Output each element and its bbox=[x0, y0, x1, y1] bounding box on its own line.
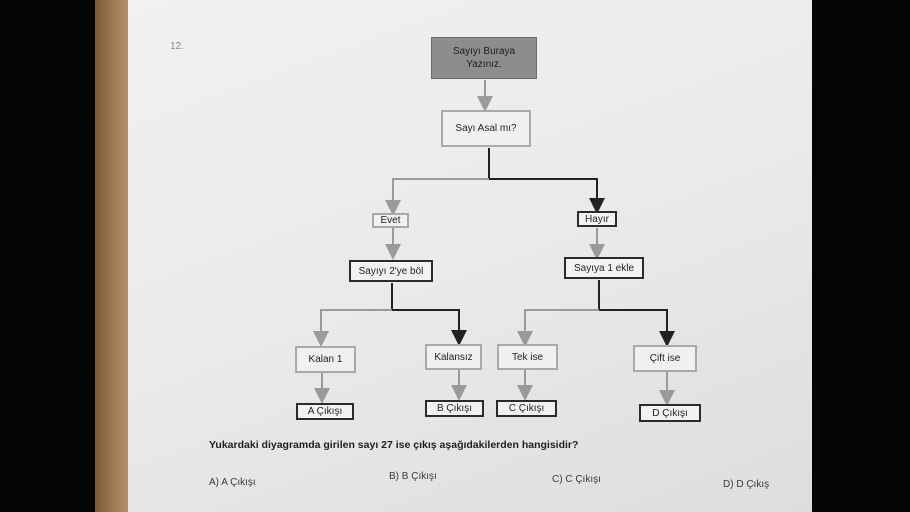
no-label: Hayır bbox=[585, 213, 609, 225]
question-text: Yukardaki diyagramda girilen sayı 27 ise… bbox=[209, 439, 579, 451]
question-number: 12. bbox=[170, 41, 184, 52]
decision-box: Sayı Asal mı? bbox=[441, 110, 531, 147]
no-remainder-box: Kalansız bbox=[425, 344, 482, 370]
even-label: Çift ise bbox=[649, 353, 681, 364]
divide-label: Sayıyı 2'ye böl bbox=[358, 265, 424, 277]
output-d-box: D Çıkışı bbox=[639, 404, 701, 422]
remainder-one-label: Kalan 1 bbox=[308, 354, 343, 365]
output-c-box: C Çıkışı bbox=[496, 400, 557, 417]
output-b-label: B Çıkışı bbox=[436, 403, 472, 414]
option-b[interactable]: B) B Çıkışı bbox=[389, 471, 437, 482]
no-box: Hayır bbox=[577, 211, 617, 227]
start-label: Sayıyı Buraya Yazınız. bbox=[452, 46, 516, 70]
yes-box: Evet bbox=[372, 213, 409, 228]
output-a-label: A Çıkışı bbox=[307, 406, 343, 417]
odd-label: Tek ise bbox=[511, 351, 544, 363]
decision-label: Sayı Asal mı? bbox=[455, 123, 517, 134]
option-d[interactable]: D) D Çıkış bbox=[723, 479, 770, 490]
output-c-label: C Çıkışı bbox=[508, 403, 545, 414]
yes-label: Evet bbox=[380, 215, 401, 226]
option-c[interactable]: C) C Çıkışı bbox=[552, 474, 601, 485]
remainder-one-box: Kalan 1 bbox=[295, 346, 356, 373]
even-box: Çift ise bbox=[633, 345, 697, 372]
add-one-box: Sayıya 1 ekle bbox=[564, 257, 644, 279]
option-a[interactable]: A) A Çıkışı bbox=[209, 477, 256, 488]
paper-sheet bbox=[128, 0, 812, 512]
divide-box: Sayıyı 2'ye böl bbox=[349, 260, 433, 282]
add-one-label: Sayıya 1 ekle bbox=[573, 262, 635, 274]
dark-border bbox=[812, 0, 910, 512]
output-b-box: B Çıkışı bbox=[425, 400, 484, 417]
output-a-box: A Çıkışı bbox=[296, 403, 354, 420]
no-remainder-label: Kalansız bbox=[434, 351, 473, 363]
output-d-label: D Çıkışı bbox=[652, 407, 688, 419]
start-box: Sayıyı Buraya Yazınız. bbox=[431, 37, 537, 79]
odd-box: Tek ise bbox=[497, 344, 558, 370]
